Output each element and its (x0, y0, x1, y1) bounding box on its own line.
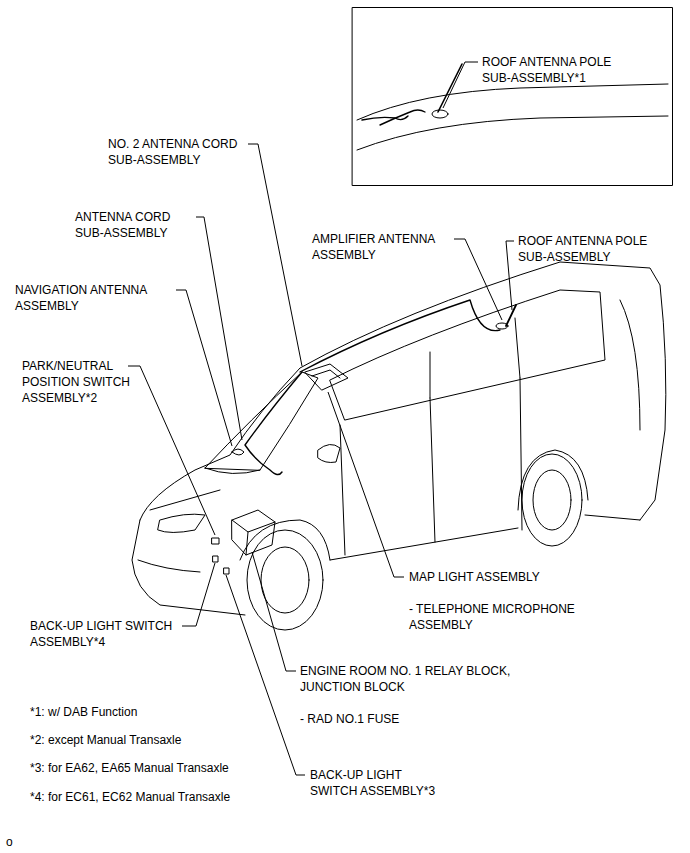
footnote: *2: except Manual Transaxle (30, 732, 181, 748)
footnote: *1: w/ DAB Function (30, 704, 137, 720)
part-label: ENGINE ROOM NO. 1 RELAY BLOCK, JUNCTION … (300, 663, 530, 695)
part-label: BACK-UP LIGHT SWITCH ASSEMBLY*3 (310, 767, 440, 799)
part-label: AMPLIFIER ANTENNA ASSEMBLY (312, 231, 452, 263)
part-label: MAP LIGHT ASSEMBLY (409, 569, 540, 585)
part-label: - TELEPHONE MICROPHONE ASSEMBLY (409, 601, 594, 633)
switch-symbol (212, 538, 219, 544)
front-wheel (247, 530, 323, 630)
map-light (305, 364, 348, 390)
car-body-outline (140, 262, 666, 520)
rear-wheel (522, 454, 582, 546)
part-label: NAVIGATION ANTENNA ASSEMBLY (15, 282, 165, 314)
footnote: *3: for EA62, EA65 Manual Transaxle (30, 760, 229, 776)
relay-block (232, 510, 275, 555)
inset-frame (353, 8, 673, 186)
antenna-pole (506, 305, 516, 326)
footnote: *4: for EC61, EC62 Manual Transaxle (30, 789, 230, 805)
part-label: - RAD NO.1 FUSE (300, 711, 399, 727)
navigation-antenna (232, 449, 244, 455)
page-mark: o (6, 834, 13, 850)
antenna-cord (300, 300, 500, 372)
part-label: PARK/NEUTRAL POSITION SWITCH ASSEMBLY*2 (22, 358, 137, 406)
part-label: ROOF ANTENNA POLE SUB-ASSEMBLY (518, 233, 668, 265)
part-label: ANTENNA CORD SUB-ASSEMBLY (75, 209, 195, 241)
part-label: NO. 2 ANTENNA CORD SUB-ASSEMBLY (108, 136, 258, 168)
part-label: BACK-UP LIGHT SWITCH ASSEMBLY*4 (30, 618, 195, 650)
part-label: ROOF ANTENNA POLE SUB-ASSEMBLY*1 (482, 54, 632, 86)
